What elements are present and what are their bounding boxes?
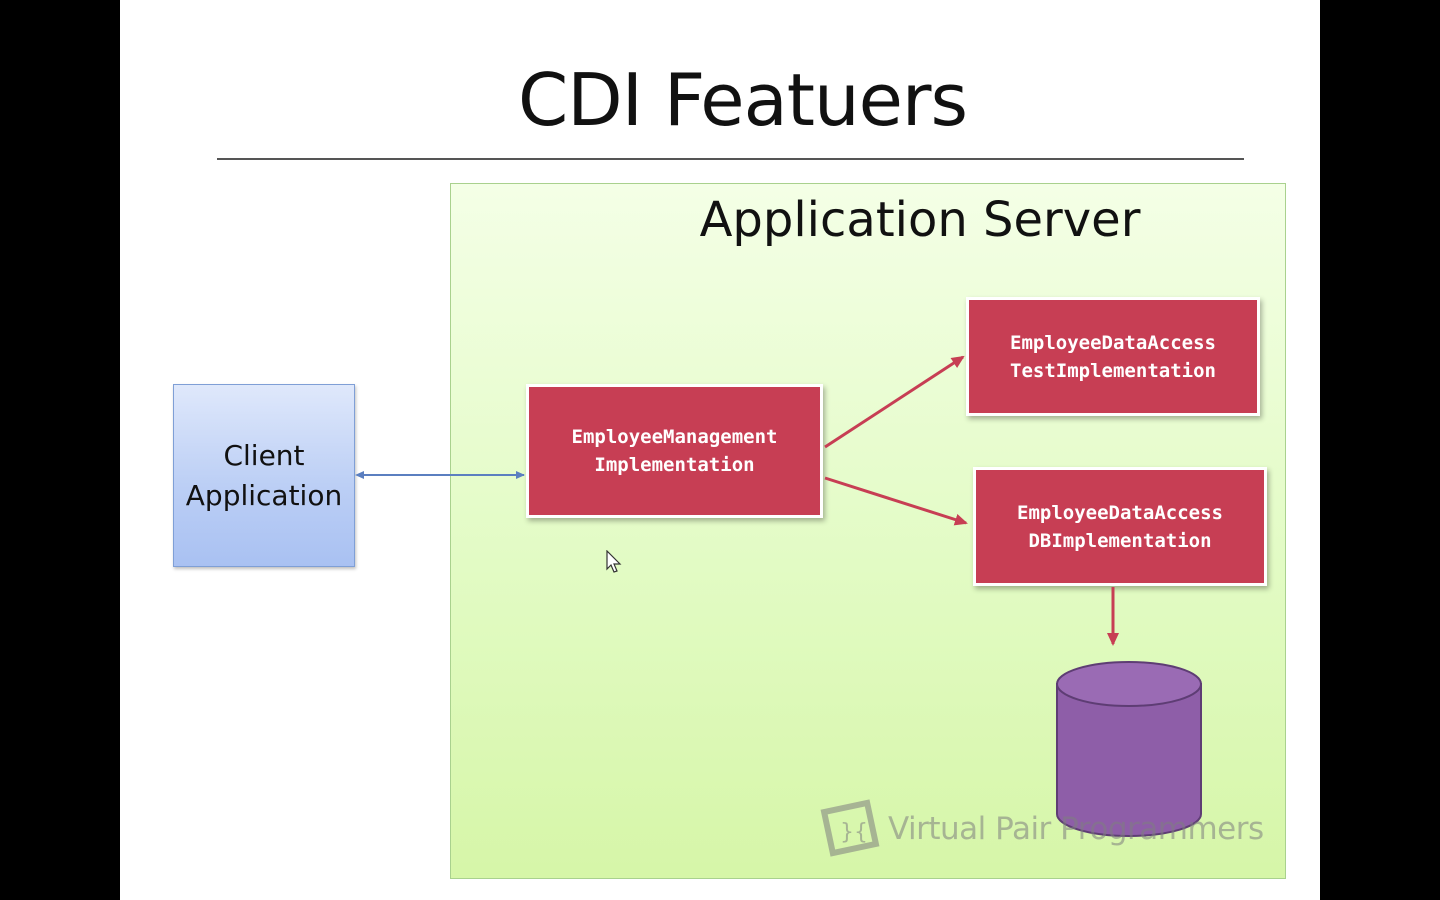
vpp-logo-icon: }{ xyxy=(820,799,880,857)
svg-text:}{: }{ xyxy=(840,820,868,845)
title-divider xyxy=(217,158,1244,160)
employee-management-implementation-box: EmployeeManagement Implementation xyxy=(526,384,823,518)
slide: CDI Featuers Application Server Client A… xyxy=(120,0,1320,900)
watermark: }{ Virtual Pair Programmers xyxy=(820,798,1264,860)
management-to-db-arrow xyxy=(824,476,968,526)
employee-data-access-db-implementation-box: EmployeeDataAccess DBImplementation xyxy=(973,467,1267,586)
mouse-cursor-icon xyxy=(606,550,622,573)
client-application-box: Client Application xyxy=(173,384,355,567)
employee-management-implementation-label: EmployeeManagement Implementation xyxy=(571,426,778,476)
diagram-connectors xyxy=(355,355,1202,837)
employee-data-access-test-implementation-box: EmployeeDataAccess TestImplementation xyxy=(966,297,1260,416)
application-server-label: Application Server xyxy=(699,192,1141,248)
database-cylinder-icon xyxy=(1056,661,1202,837)
employee-data-access-db-implementation-label: EmployeeDataAccess DBImplementation xyxy=(1017,501,1223,552)
client-application-label: Client Application xyxy=(185,438,343,512)
watermark-text: Virtual Pair Programmers xyxy=(888,811,1264,847)
slide-title: CDI Featuers xyxy=(517,58,968,142)
employee-data-access-test-implementation-label: EmployeeDataAccess TestImplementation xyxy=(1010,331,1216,382)
management-to-test-arrow xyxy=(824,355,965,449)
